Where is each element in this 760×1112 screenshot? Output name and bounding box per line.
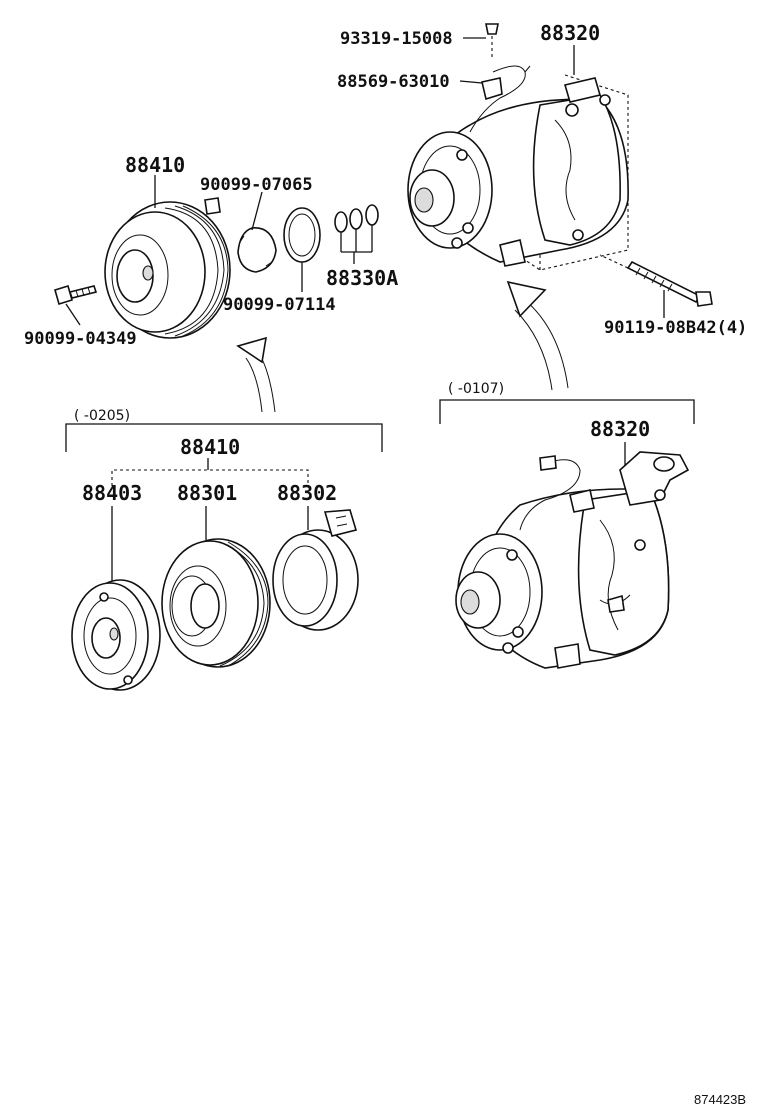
clutch-assembly-top[interactable] (54, 197, 379, 339)
diagram-reference-code: 874423B (694, 1092, 746, 1107)
part-label-88301[interactable]: 88301 (177, 481, 237, 505)
clutch-hub-88403[interactable] (71, 579, 161, 691)
arrow-left-up (236, 336, 276, 413)
part-label-90119-08b42[interactable]: 90119-08B42(4) (604, 318, 747, 338)
compressor-assembly-bottom[interactable] (455, 451, 690, 669)
part-label-90099-07065[interactable]: 90099-07065 (200, 175, 313, 195)
part-label-88320-top[interactable]: 88320 (540, 21, 600, 45)
compressor-assembly-top[interactable] (407, 23, 713, 307)
part-label-90099-07114[interactable]: 90099-07114 (223, 295, 336, 315)
part-label-90099-04349[interactable]: 90099-04349 (24, 329, 137, 349)
part-label-88569-63010[interactable]: 88569-63010 (337, 72, 450, 92)
part-label-88410-group[interactable]: 88410 (180, 435, 240, 459)
bracket-88410-subparts (111, 469, 309, 486)
note-left-bracket: ( -0205) (74, 408, 130, 424)
bracket-right-group (439, 399, 695, 424)
note-right-bracket: ( -0107) (448, 381, 504, 397)
part-label-93319-15008[interactable]: 93319-15008 (340, 29, 453, 49)
part-label-88320-bottom[interactable]: 88320 (590, 417, 650, 441)
part-label-88403[interactable]: 88403 (82, 481, 142, 505)
pulley-88301[interactable] (161, 538, 271, 668)
arrow-right-up (506, 280, 569, 391)
part-label-88330a[interactable]: 88330A (326, 266, 398, 290)
field-coil-88302[interactable] (272, 509, 359, 631)
part-label-88410-top[interactable]: 88410 (125, 153, 185, 177)
part-label-88302[interactable]: 88302 (277, 481, 337, 505)
bracket-left-group (65, 423, 383, 452)
